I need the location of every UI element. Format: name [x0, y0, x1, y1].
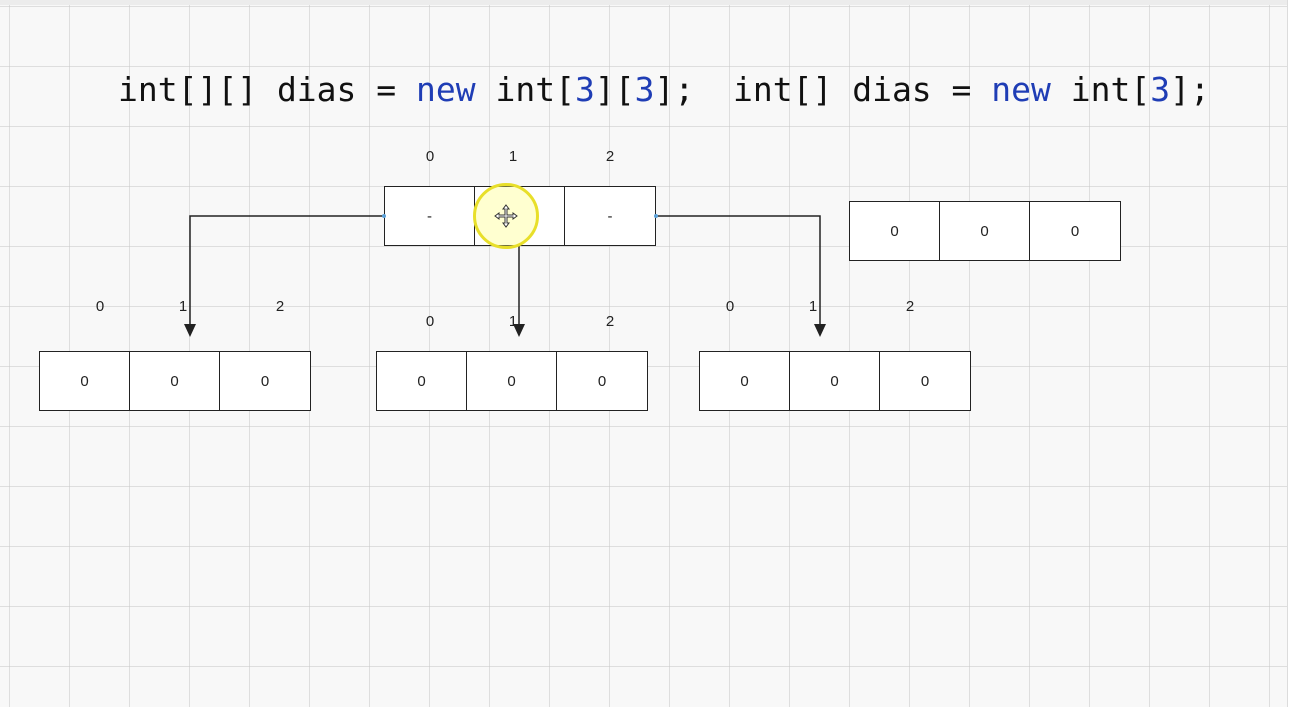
sub-array-2-cell-2[interactable]: 0 [597, 372, 607, 390]
single-array-cell-1[interactable]: 0 [940, 202, 1030, 260]
arrowhead-3 [814, 324, 826, 337]
sub-array-1-cell-1[interactable]: 0 [130, 352, 220, 410]
code-text: int[][] dias = [118, 70, 417, 109]
move-cursor-icon [494, 204, 518, 228]
code-keyword-new: new [416, 70, 476, 109]
arrowhead-1 [184, 324, 196, 337]
single-array[interactable]: 0 0 0 [849, 201, 1121, 261]
sub-array-2-cell-1[interactable]: 0 [467, 352, 557, 410]
sub-array-3[interactable]: 0 0 0 [699, 351, 971, 411]
sub-array-2-cell-0[interactable]: 0 [377, 352, 467, 410]
top-border [0, 0, 1315, 5]
sub-array-3-cell-2[interactable]: 0 [920, 372, 930, 390]
code-2d-declaration: int[][] dias = new int[3][3]; [118, 66, 694, 114]
scroll-gutter [1287, 0, 1315, 707]
sub-array-1-index-2: 2 [275, 298, 285, 315]
sub-array-3-index-0: 0 [725, 298, 735, 315]
code-keyword-new: new [991, 70, 1051, 109]
sub-array-3-cell-1[interactable]: 0 [790, 352, 880, 410]
sub-array-1-index-1: 1 [178, 298, 188, 315]
code-text: ]; [1170, 70, 1210, 109]
code-1d-declaration: int[] dias = new int[3]; [733, 66, 1210, 114]
outer-array-cell-2[interactable]: - [607, 207, 613, 225]
code-number: 3 [1150, 70, 1171, 109]
code-number: 3 [574, 70, 595, 109]
sub-array-3-cell-0[interactable]: 0 [700, 352, 790, 410]
sub-array-1[interactable]: 0 0 0 [39, 351, 311, 411]
single-array-cell-0[interactable]: 0 [850, 202, 940, 260]
outer-array-index-2: 2 [605, 148, 615, 165]
sub-array-2-index-0: 0 [425, 313, 435, 330]
sub-array-3-index-1: 1 [808, 298, 818, 315]
outer-array-cell-0[interactable]: - [385, 187, 475, 245]
outer-array-cell-1[interactable] [475, 187, 565, 245]
sub-array-3-index-2: 2 [905, 298, 915, 315]
code-text: int[ [475, 70, 575, 109]
code-text: int[] dias = [733, 70, 992, 109]
sub-array-2-index-2: 2 [605, 313, 615, 330]
outer-array-index-0: 0 [425, 148, 435, 165]
code-text: ]; [654, 70, 695, 109]
code-text: ][ [594, 70, 635, 109]
code-text: int[ [1050, 70, 1151, 109]
sub-array-2-index-1: 1 [508, 313, 518, 330]
code-number: 3 [634, 70, 655, 109]
single-array-cell-2[interactable]: 0 [1070, 222, 1080, 240]
sub-array-1-index-0: 0 [95, 298, 105, 315]
sub-array-1-cell-0[interactable]: 0 [40, 352, 130, 410]
sub-array-1-cell-2[interactable]: 0 [260, 372, 270, 390]
outer-array-index-1: 1 [508, 148, 518, 165]
sub-array-2[interactable]: 0 0 0 [376, 351, 648, 411]
